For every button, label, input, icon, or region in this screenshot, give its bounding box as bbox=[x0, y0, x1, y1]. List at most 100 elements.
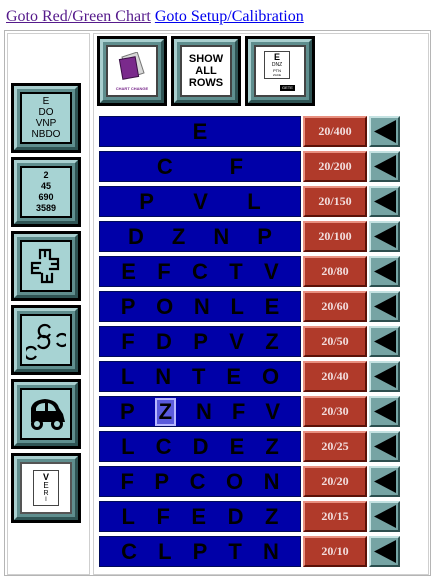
number-chart-tile[interactable]: 2 45 690 3589 bbox=[11, 157, 81, 227]
goto-setup-calibration-link[interactable]: Goto Setup/Calibration bbox=[154, 8, 304, 25]
acuity-button[interactable]: 20/80 bbox=[303, 256, 367, 287]
acuity-button[interactable]: 20/30 bbox=[303, 396, 367, 427]
chart-letter[interactable]: C bbox=[156, 153, 173, 179]
select-row-arrow-button[interactable] bbox=[369, 291, 400, 322]
select-row-arrow-button[interactable] bbox=[369, 116, 400, 147]
acuity-button[interactable]: 20/200 bbox=[303, 151, 367, 182]
chart-letter[interactable]: N bbox=[213, 223, 230, 249]
chart-letter[interactable]: O bbox=[225, 468, 244, 494]
acuity-button[interactable]: 20/15 bbox=[303, 501, 367, 532]
chart-letter[interactable]: E bbox=[191, 503, 207, 529]
full-chart-tile[interactable]: E DNZ PTN ZACE GETE bbox=[245, 36, 315, 106]
pediatric-car-tile[interactable] bbox=[11, 379, 81, 449]
chart-letter[interactable]: P bbox=[120, 293, 136, 319]
select-row-arrow-button[interactable] bbox=[369, 256, 400, 287]
chart-letter[interactable]: P bbox=[192, 538, 208, 564]
acuity-button[interactable]: 20/400 bbox=[303, 116, 367, 147]
chart-letter[interactable]: F bbox=[120, 468, 134, 494]
chart-letter[interactable]: F bbox=[157, 258, 171, 284]
chart-letter[interactable]: N bbox=[262, 538, 279, 564]
letter-chart-tile[interactable]: E DO VNP NBDO bbox=[11, 83, 81, 153]
chart-letter[interactable]: V bbox=[263, 258, 279, 284]
chart-letter[interactable]: T bbox=[228, 538, 242, 564]
chart-letter[interactable]: E bbox=[192, 118, 208, 144]
chart-letter[interactable]: L bbox=[247, 188, 261, 214]
select-row-arrow-button[interactable] bbox=[369, 326, 400, 357]
acuity-button[interactable]: 20/10 bbox=[303, 536, 367, 567]
select-row-arrow-button[interactable] bbox=[369, 431, 400, 462]
chart-letter[interactable]: P bbox=[154, 468, 170, 494]
acuity-button[interactable]: 20/150 bbox=[303, 186, 367, 217]
chart-letter[interactable]: L bbox=[230, 293, 244, 319]
chart-letter[interactable]: Z bbox=[154, 397, 177, 426]
chart-letter[interactable]: E bbox=[264, 293, 280, 319]
chart-letter[interactable]: L bbox=[120, 363, 135, 389]
chart-letter[interactable]: D bbox=[227, 503, 244, 529]
acuity-button[interactable]: 20/50 bbox=[303, 326, 367, 357]
chart-letter[interactable]: O bbox=[156, 293, 174, 319]
chart-row-letters[interactable]: E bbox=[99, 116, 301, 147]
tumbling-e-tile[interactable] bbox=[11, 231, 81, 301]
chart-letter[interactable]: F bbox=[156, 503, 170, 529]
chart-letter[interactable]: Z bbox=[265, 328, 279, 354]
chart-letter[interactable]: T bbox=[192, 363, 206, 389]
select-row-arrow-button[interactable] bbox=[369, 221, 400, 252]
chart-letter[interactable]: E bbox=[226, 363, 242, 389]
chart-letter[interactable]: L bbox=[121, 433, 135, 459]
chart-letter[interactable]: N bbox=[155, 363, 172, 389]
chart-letter[interactable]: V bbox=[193, 188, 208, 214]
chart-letter[interactable]: O bbox=[261, 363, 280, 389]
chart-letter[interactable]: Z bbox=[171, 223, 186, 249]
select-row-arrow-button[interactable] bbox=[369, 501, 400, 532]
goto-red-green-chart-link[interactable]: Goto Red/Green Chart bbox=[6, 8, 151, 25]
select-row-arrow-button[interactable] bbox=[369, 361, 400, 392]
chart-letter[interactable]: N bbox=[193, 293, 210, 319]
chart-letter[interactable]: P bbox=[193, 328, 208, 354]
select-row-arrow-button[interactable] bbox=[369, 396, 400, 427]
show-all-rows-tile[interactable]: SHOW ALL ROWS bbox=[171, 36, 241, 106]
select-row-arrow-button[interactable] bbox=[369, 536, 400, 567]
chart-letter[interactable]: N bbox=[196, 398, 212, 424]
vertical-chart-tile[interactable]: V E R I bbox=[11, 453, 81, 523]
acuity-button[interactable]: 20/40 bbox=[303, 361, 367, 392]
chart-letter[interactable]: P bbox=[119, 398, 135, 424]
chart-letter[interactable]: E bbox=[121, 258, 136, 284]
chart-letter[interactable]: C bbox=[189, 468, 206, 494]
chart-letter[interactable]: D bbox=[128, 223, 144, 249]
chart-letter[interactable]: P bbox=[257, 223, 272, 249]
change-chart-tile[interactable]: CHART CHANGE bbox=[97, 36, 167, 106]
acuity-button[interactable]: 20/60 bbox=[303, 291, 367, 322]
chart-letter[interactable]: L bbox=[121, 503, 135, 529]
chart-letter[interactable]: D bbox=[156, 328, 172, 354]
chart-letter[interactable]: F bbox=[229, 153, 244, 179]
chart-letter[interactable]: Z bbox=[265, 433, 279, 459]
chart-letter[interactable]: E bbox=[229, 433, 245, 459]
chart-letter[interactable]: C bbox=[192, 258, 208, 284]
chart-letter[interactable]: L bbox=[158, 538, 172, 564]
chart-letter[interactable]: F bbox=[121, 328, 135, 354]
chart-letter[interactable]: P bbox=[139, 188, 154, 214]
chart-letter[interactable]: V bbox=[229, 328, 244, 354]
acuity-button[interactable]: 20/25 bbox=[303, 431, 367, 462]
chart-letter[interactable]: D bbox=[192, 433, 209, 459]
select-row-arrow-button[interactable] bbox=[369, 186, 400, 217]
chart-letter[interactable]: C bbox=[121, 538, 137, 564]
select-row-arrow-button[interactable] bbox=[369, 466, 400, 497]
select-row-arrow-button[interactable] bbox=[369, 151, 400, 182]
chart-letter[interactable]: Z bbox=[264, 503, 279, 529]
chart-letter[interactable]: V bbox=[265, 398, 281, 424]
chart-letter[interactable]: C bbox=[155, 433, 172, 459]
chart-letter[interactable]: T bbox=[229, 258, 243, 284]
acuity-button[interactable]: 20/100 bbox=[303, 221, 367, 252]
